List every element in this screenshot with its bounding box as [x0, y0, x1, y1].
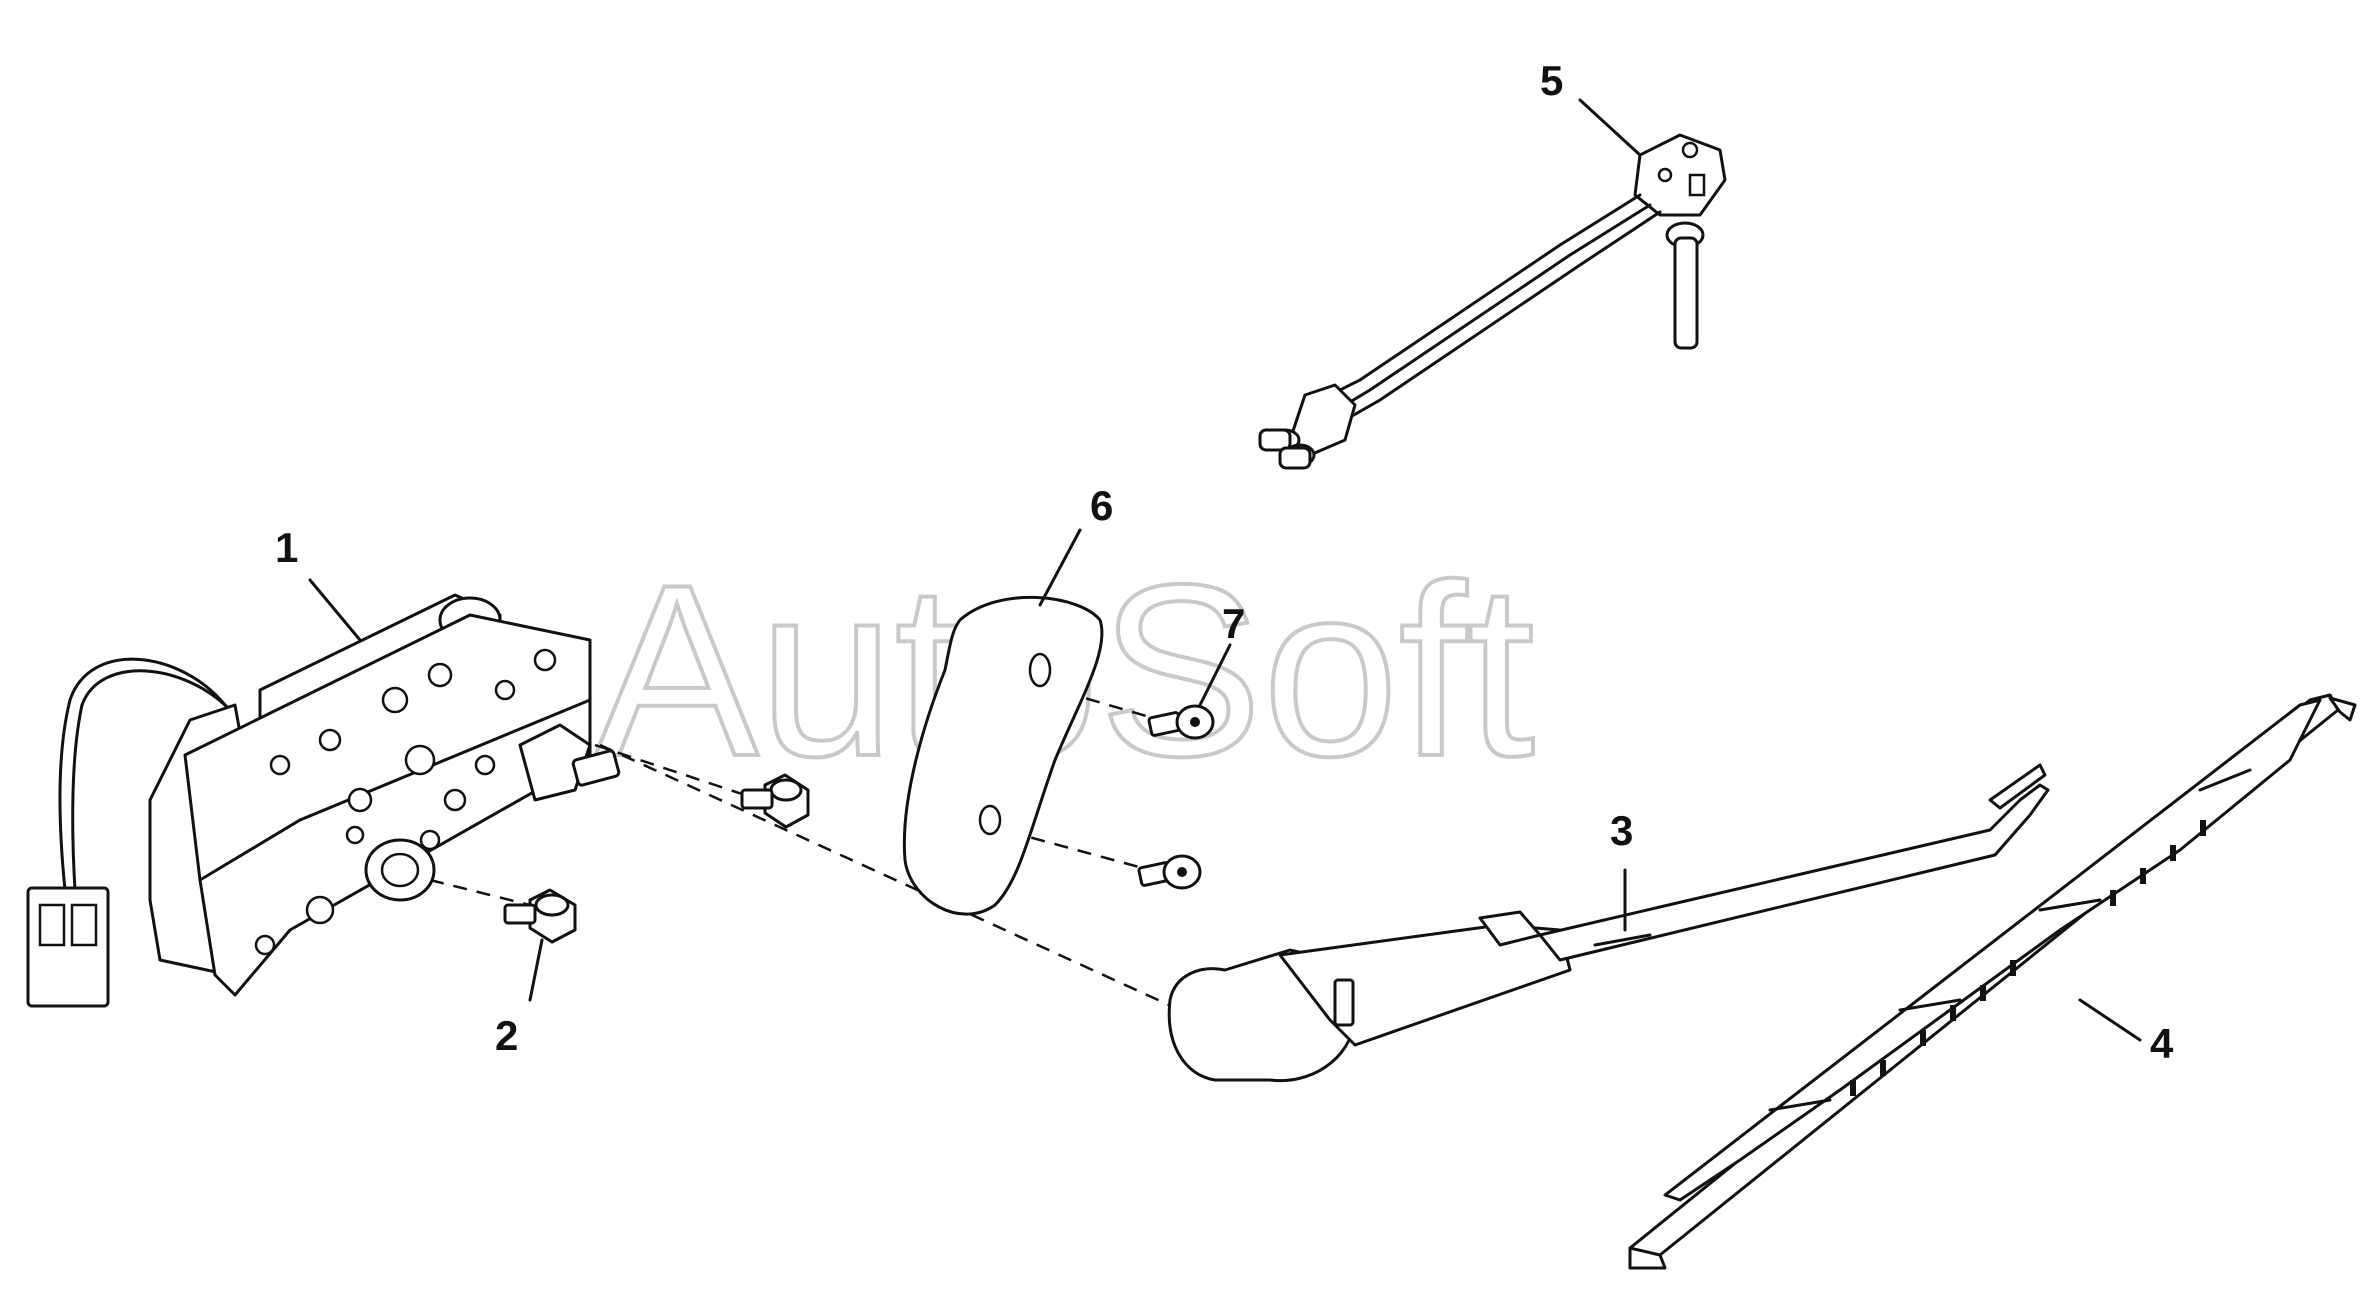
washer-nozzle-part-5[interactable] — [1258, 133, 1727, 470]
callout-5: 5 — [1540, 57, 1563, 104]
leader-lines — [308, 98, 2142, 1042]
callout-3: 3 — [1610, 807, 1633, 854]
callout-4: 4 — [2150, 1020, 2174, 1067]
wiper-motor-part-1[interactable] — [26, 593, 621, 1008]
callout-6: 6 — [1090, 482, 1113, 529]
callout-1: 1 — [275, 524, 298, 571]
gasket-part-6[interactable] — [902, 595, 1104, 916]
screw-part-7[interactable] — [1137, 704, 1215, 890]
bolt-part-2[interactable] — [503, 773, 810, 944]
wiper-arm-part-3[interactable] — [1167, 763, 2050, 1083]
wiper-blade-part-4[interactable] — [1628, 693, 2357, 1270]
callout-7: 7 — [1222, 600, 1245, 647]
callout-2: 2 — [495, 1012, 518, 1059]
